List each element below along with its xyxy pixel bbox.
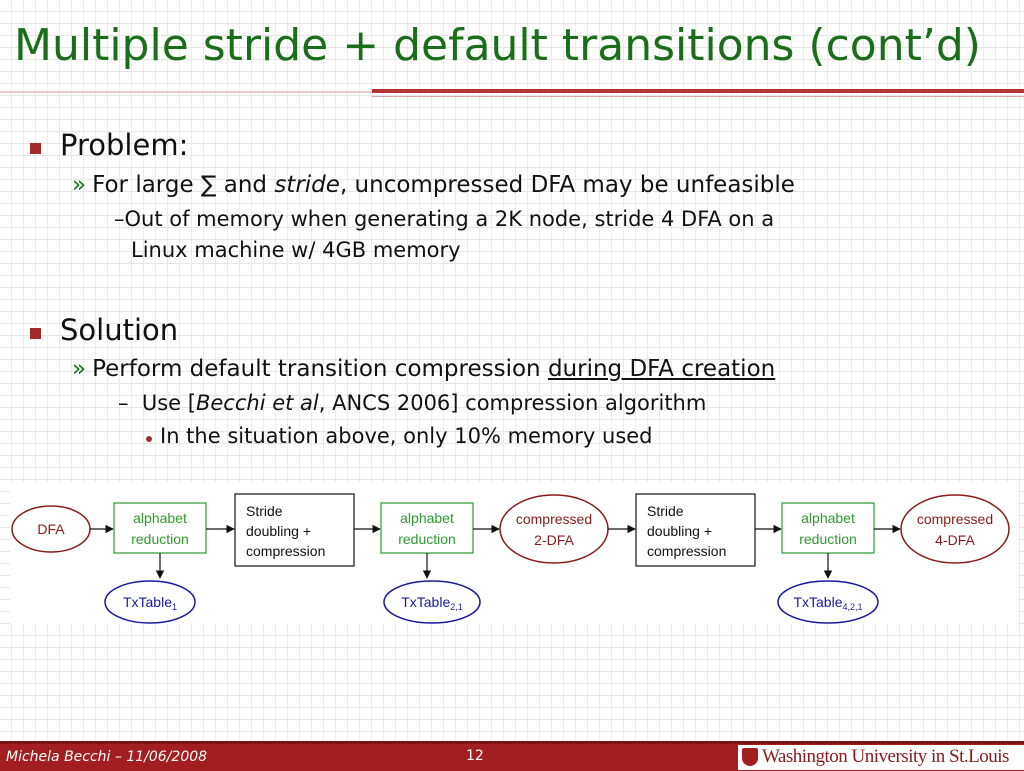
dash-icon: – <box>118 391 129 415</box>
solution-point: »Perform default transition compression … <box>72 356 775 382</box>
txtable-1-node <box>104 580 196 624</box>
university-name: Washington University in St.Louis <box>762 746 1009 767</box>
solution-detail-em: Becchi et al <box>195 391 319 415</box>
stride1-line2: doubling + <box>246 523 311 539</box>
comp2-line1: compressed <box>516 511 592 527</box>
solution-detail-prefix: Use [ <box>141 391 196 415</box>
problem-point: »For large ∑ and stride, uncompressed DF… <box>72 172 795 198</box>
stride-doubling-1 <box>234 493 355 567</box>
solution-point-underline: during DFA creation <box>547 356 776 382</box>
stride2-line1: Stride <box>647 503 684 519</box>
alphabet-reduction-3 <box>781 502 875 554</box>
page-number: 12 <box>466 748 484 764</box>
footer-bar: Michela Becchi – 11/06/2008 12 Washingto… <box>0 741 1024 771</box>
university-logo: Washington University in St.Louis <box>738 745 1024 770</box>
problem-point-prefix: For large ∑ and <box>92 172 275 198</box>
alpha2-line2: reduction <box>398 531 456 547</box>
txtable-3-sub: 4,2,1 <box>843 602 863 612</box>
bullet-square-icon <box>30 328 41 339</box>
bullet-square-icon <box>30 143 41 154</box>
stride-doubling-2 <box>635 493 756 567</box>
txtable-3-label: TxTable4,2,1 <box>793 594 862 612</box>
problem-detail-text1: Out of memory when generating a 2K node,… <box>124 207 775 231</box>
comp4-line1: compressed <box>917 511 993 527</box>
stride2-line3: compression <box>647 543 726 559</box>
compressed-2dfa-node <box>499 494 609 564</box>
stride1-line1: Stride <box>246 503 283 519</box>
problem-heading: Problem: <box>60 128 189 162</box>
solution-detail-suffix: , ANCS 2006] compression algorithm <box>318 391 707 415</box>
solution-detail: – Use [Becchi et al, ANCS 2006] compress… <box>118 391 706 415</box>
solution-point-prefix: Perform default transition compression <box>92 356 548 382</box>
bullet-dot-icon <box>146 436 152 442</box>
txtable-3-main: TxTable <box>793 594 842 610</box>
slide-title: Multiple stride + default transitions (c… <box>14 20 981 71</box>
problem-point-suffix: , uncompressed DFA may be unfeasible <box>339 172 795 198</box>
dfa-label: DFA <box>37 521 65 537</box>
double-chevron-icon: » <box>72 172 87 198</box>
title-rule-right-thin <box>372 96 1024 97</box>
stride2-line2: doubling + <box>647 523 712 539</box>
comp4-line2: 4-DFA <box>935 532 975 548</box>
problem-detail-line1: –Out of memory when generating a 2K node… <box>114 207 774 231</box>
alpha3-line1: alphabet <box>801 510 855 526</box>
stride1-line3: compression <box>246 543 325 559</box>
txtable-1-main: TxTable <box>123 594 172 610</box>
alphabet-reduction-2 <box>380 502 474 554</box>
txtable-1-label: TxTable1 <box>123 594 177 612</box>
alpha1-line2: reduction <box>131 531 189 547</box>
txtable-3-node <box>777 580 879 624</box>
solution-heading: Solution <box>60 313 179 347</box>
compressed-4dfa-node <box>900 494 1010 564</box>
comp2-line2: 2-DFA <box>534 532 574 548</box>
shield-icon <box>742 748 758 766</box>
problem-point-em: stride <box>274 172 340 198</box>
problem-detail-line2: Linux machine w/ 4GB memory <box>131 238 461 262</box>
txtable-2-node <box>383 580 481 624</box>
txtable-2-label: TxTable2,1 <box>401 594 463 612</box>
alpha1-line1: alphabet <box>133 510 187 526</box>
footer-author: Michela Becchi – 11/06/2008 <box>6 749 208 765</box>
txtable-2-sub: 2,1 <box>450 602 463 612</box>
txtable-1-sub: 1 <box>172 602 177 612</box>
title-rule-left <box>0 91 372 93</box>
dash-icon: – <box>114 207 125 231</box>
solution-sub-detail: In the situation above, only 10% memory … <box>160 424 653 448</box>
txtable-2-main: TxTable <box>401 594 450 610</box>
double-chevron-icon: » <box>72 356 87 382</box>
title-rule-right <box>372 89 1024 93</box>
alphabet-reduction-1 <box>113 502 207 554</box>
alpha2-line1: alphabet <box>400 510 454 526</box>
alpha3-line2: reduction <box>799 531 857 547</box>
